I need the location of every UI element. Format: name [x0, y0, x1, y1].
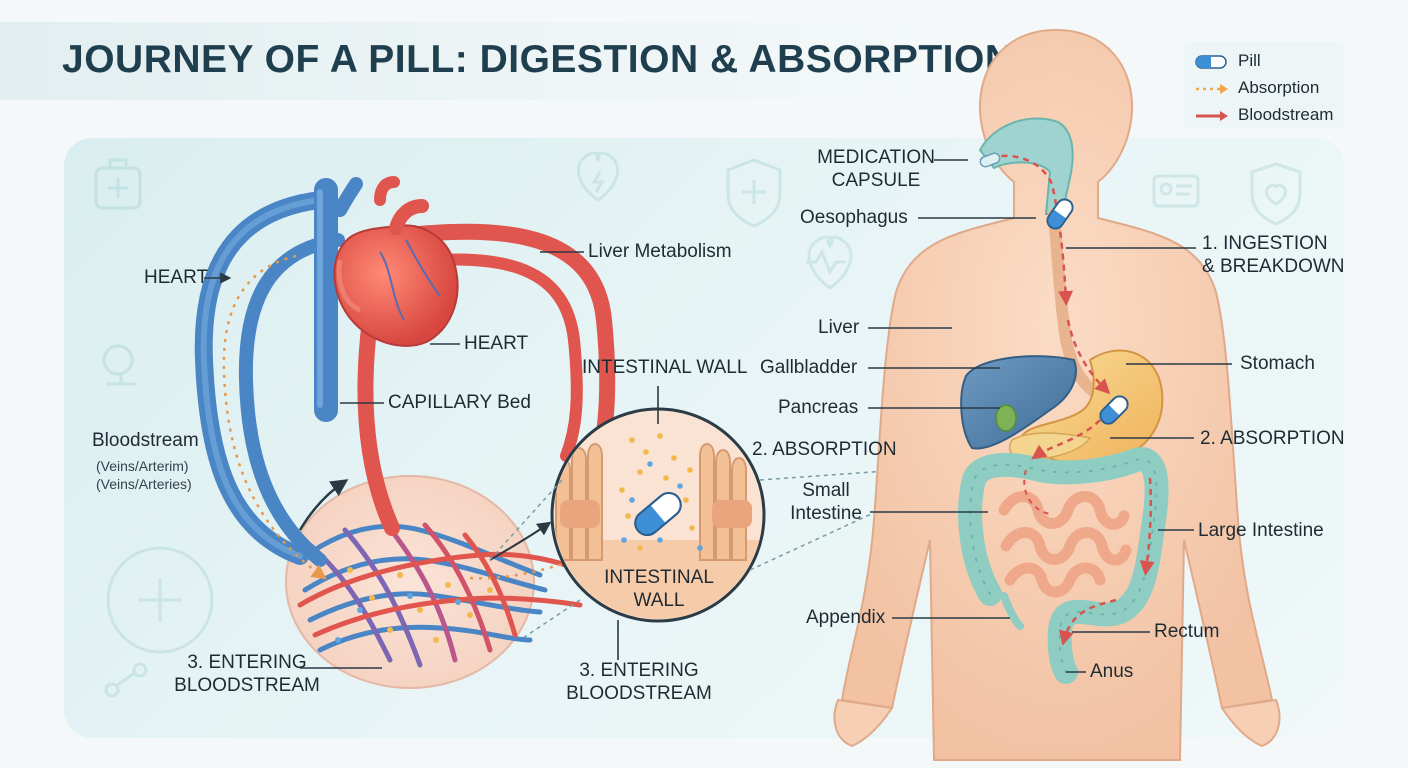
label-intestinal-wall-1: INTESTINAL	[604, 567, 714, 588]
microscope-icon	[102, 344, 136, 386]
label-ingestion-1: 1. INGESTION	[1202, 233, 1328, 254]
label-gallbladder: Gallbladder	[760, 357, 858, 378]
digestive-path-1	[979, 154, 1074, 306]
label-entering-left-2: BLOODSTREAM	[174, 675, 320, 696]
label-intestinal-wall-top: INTESTINAL WALL	[582, 357, 748, 378]
heartbeat-icon	[806, 235, 853, 290]
label-pancreas: Pancreas	[778, 397, 859, 418]
flow-arrow-up	[298, 479, 349, 531]
digestive-path-3	[1031, 419, 1101, 460]
page-title: JOURNEY OF A PILL: DIGESTION & ABSORPTIO…	[62, 38, 1014, 81]
digestive-path-5	[1139, 477, 1155, 576]
pill-icon	[634, 492, 682, 536]
label-anus: Anus	[1090, 661, 1134, 682]
legend-label-absorption: Absorption	[1238, 78, 1320, 97]
legend-item-pill: Pill	[1194, 50, 1261, 72]
label-entering-mid-1: 3. ENTERING	[579, 660, 699, 681]
label-rectum: Rectum	[1154, 621, 1220, 642]
label-appendix: Appendix	[806, 607, 886, 628]
small-intestine-organ	[998, 491, 1132, 598]
label-heart: HEART	[464, 333, 529, 354]
molecule-icon	[104, 662, 148, 698]
appendix-organ	[1000, 592, 1024, 630]
label-liver: Liver	[818, 317, 860, 338]
pill-icon	[1046, 198, 1074, 230]
red-arrow-icon	[1194, 108, 1230, 122]
label-oesophagus: Oesophagus	[800, 207, 908, 228]
label-medication-1: MEDICATION	[817, 147, 935, 168]
id-card-icon	[1152, 174, 1200, 208]
shield-cross-large-icon	[106, 546, 214, 654]
label-heart-top: HEART	[144, 267, 209, 288]
pill-icon	[1194, 54, 1230, 69]
label-liver-metabolism: Liver Metabolism	[588, 241, 732, 262]
right-leaders	[868, 159, 1232, 673]
label-capillary-bed: CAPILLARY Bed	[388, 392, 531, 413]
digestive-path-4	[1023, 469, 1051, 515]
label-intestinal-wall-2: WALL	[633, 590, 685, 611]
capillary-dots-blue	[335, 593, 461, 643]
absorption-path-mid	[469, 544, 616, 580]
pill-icon	[979, 152, 1001, 168]
heart-organ	[333, 199, 459, 347]
label-entering-mid-2: BLOODSTREAM	[566, 683, 712, 704]
capillary-dots	[347, 567, 493, 643]
capillary-bed	[285, 475, 535, 689]
legend: Pill Absorption Bloodstream	[1184, 42, 1344, 128]
label-small-intestine-1: Small	[802, 480, 850, 501]
capillary-mesh	[297, 519, 593, 668]
label-ingestion-2: & BREAKDOWN	[1202, 256, 1345, 277]
legend-label-bloodstream: Bloodstream	[1238, 105, 1334, 124]
shield-plus-icon	[726, 158, 782, 228]
label-large-intestine: Large Intestine	[1198, 520, 1324, 541]
heart-bolt-icon	[576, 151, 620, 202]
left-leaders	[204, 251, 659, 669]
label-bloodstream: Bloodstream	[92, 430, 199, 451]
legend-item-bloodstream: Bloodstream	[1194, 104, 1333, 126]
absorption-path-left	[222, 254, 327, 580]
artery-descending	[357, 312, 400, 536]
label-stomach: Stomach	[1240, 353, 1315, 374]
shield-heart-icon	[1250, 162, 1302, 226]
liver-organ	[960, 355, 1077, 450]
medkit-icon	[94, 158, 142, 210]
label-medication-2: CAPSULE	[831, 170, 921, 191]
vein-loop-inner	[238, 233, 345, 567]
label-entering-left-1: 3. ENTERING	[187, 652, 307, 673]
title-band	[0, 22, 960, 100]
label-absorption-left: 2. ABSORPTION	[752, 439, 897, 460]
digestive-path-6	[1059, 598, 1117, 646]
artery-loop-inner	[402, 253, 583, 462]
gallbladder-organ	[995, 404, 1017, 432]
label-veins-1: (Veins/Arterim)	[96, 458, 189, 474]
label-absorption-right: 2. ABSORPTION	[1200, 428, 1345, 449]
legend-item-absorption: Absorption	[1194, 77, 1319, 99]
label-veins-2: (Veins/Arteries)	[96, 476, 192, 492]
zoom-guides	[487, 469, 901, 641]
dotted-arrow-icon	[1194, 81, 1230, 95]
legend-label-pill: Pill	[1238, 51, 1261, 70]
flow-arrow-right	[489, 521, 552, 561]
pill-icon	[1099, 395, 1129, 425]
label-small-intestine-2: Intestine	[790, 503, 862, 524]
